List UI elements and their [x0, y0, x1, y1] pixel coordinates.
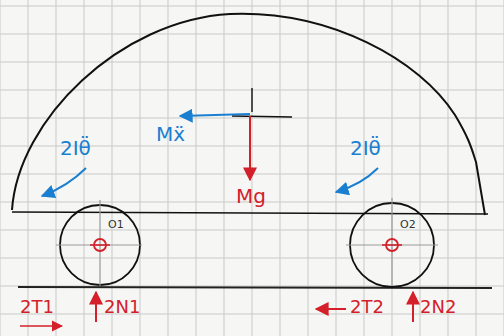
weight-arrow — [249, 116, 251, 180]
ground-line — [18, 287, 492, 288]
force-label: 2T2 — [350, 296, 384, 318]
normal-arrow — [95, 292, 97, 322]
grid-line — [0, 62, 504, 63]
point-label: O2 — [400, 218, 416, 231]
force-label: Mg — [236, 184, 266, 208]
wheel-axis — [391, 198, 392, 286]
inertia-arrow — [180, 114, 250, 116]
rotation-arrow — [42, 168, 86, 196]
grid-line — [0, 34, 504, 35]
rotation-arrow — [336, 168, 378, 192]
grid-line — [0, 6, 504, 7]
friction-arrow — [316, 308, 346, 310]
grid-line — [0, 230, 504, 231]
force-label: Mẍ — [156, 122, 185, 146]
point-label: O1 — [108, 218, 124, 231]
wheel-axis — [346, 244, 438, 245]
moment-label: 2Iθ̈ — [350, 136, 381, 160]
grid-line — [0, 174, 504, 175]
force-label: 2N2 — [420, 296, 456, 318]
force-label: 2T1 — [20, 296, 54, 318]
wheel-centre — [382, 244, 402, 246]
grid-line — [0, 118, 504, 119]
grid-line — [0, 258, 504, 259]
force-label: 2N1 — [104, 296, 140, 318]
moment-label: 2Iθ̈ — [60, 136, 91, 160]
normal-arrow — [412, 292, 414, 322]
wheel-axis — [56, 244, 142, 245]
car-outline — [12, 14, 485, 215]
mass-centre-cross — [232, 116, 292, 117]
wheel-centre — [90, 244, 110, 246]
mass-centre-cross — [251, 88, 252, 112]
wheel-axis — [99, 200, 100, 286]
car-underbody — [12, 212, 488, 214]
grid-line — [392, 0, 393, 336]
friction-arrow — [20, 325, 62, 327]
